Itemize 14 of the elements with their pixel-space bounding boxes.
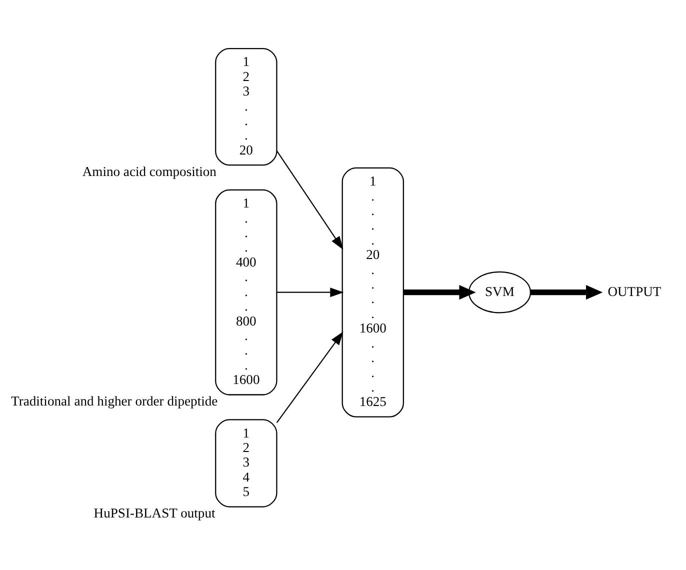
arrow: [276, 331, 344, 424]
node-box: 1 . . . . 20 . . . . 1600 . . . . 1625: [342, 167, 404, 418]
arrow: [276, 288, 344, 298]
arrow: [404, 285, 476, 300]
node-text: OUTPUT: [608, 284, 662, 299]
node-box: 1 . . . 400 . . . 800 . . . 1600: [215, 189, 278, 396]
arrow: [530, 285, 603, 300]
node-box: 1 2 3 4 5: [215, 419, 278, 508]
node-label: Amino acid composition: [82, 164, 216, 179]
node-ellipse: SVM: [468, 271, 532, 314]
node-box: 1 2 3 . . . 20: [215, 48, 278, 166]
arrow: [276, 150, 344, 250]
node-label: HuPSI-BLAST output: [94, 506, 216, 521]
node-label: Traditional and higher order dipeptide: [11, 394, 218, 409]
